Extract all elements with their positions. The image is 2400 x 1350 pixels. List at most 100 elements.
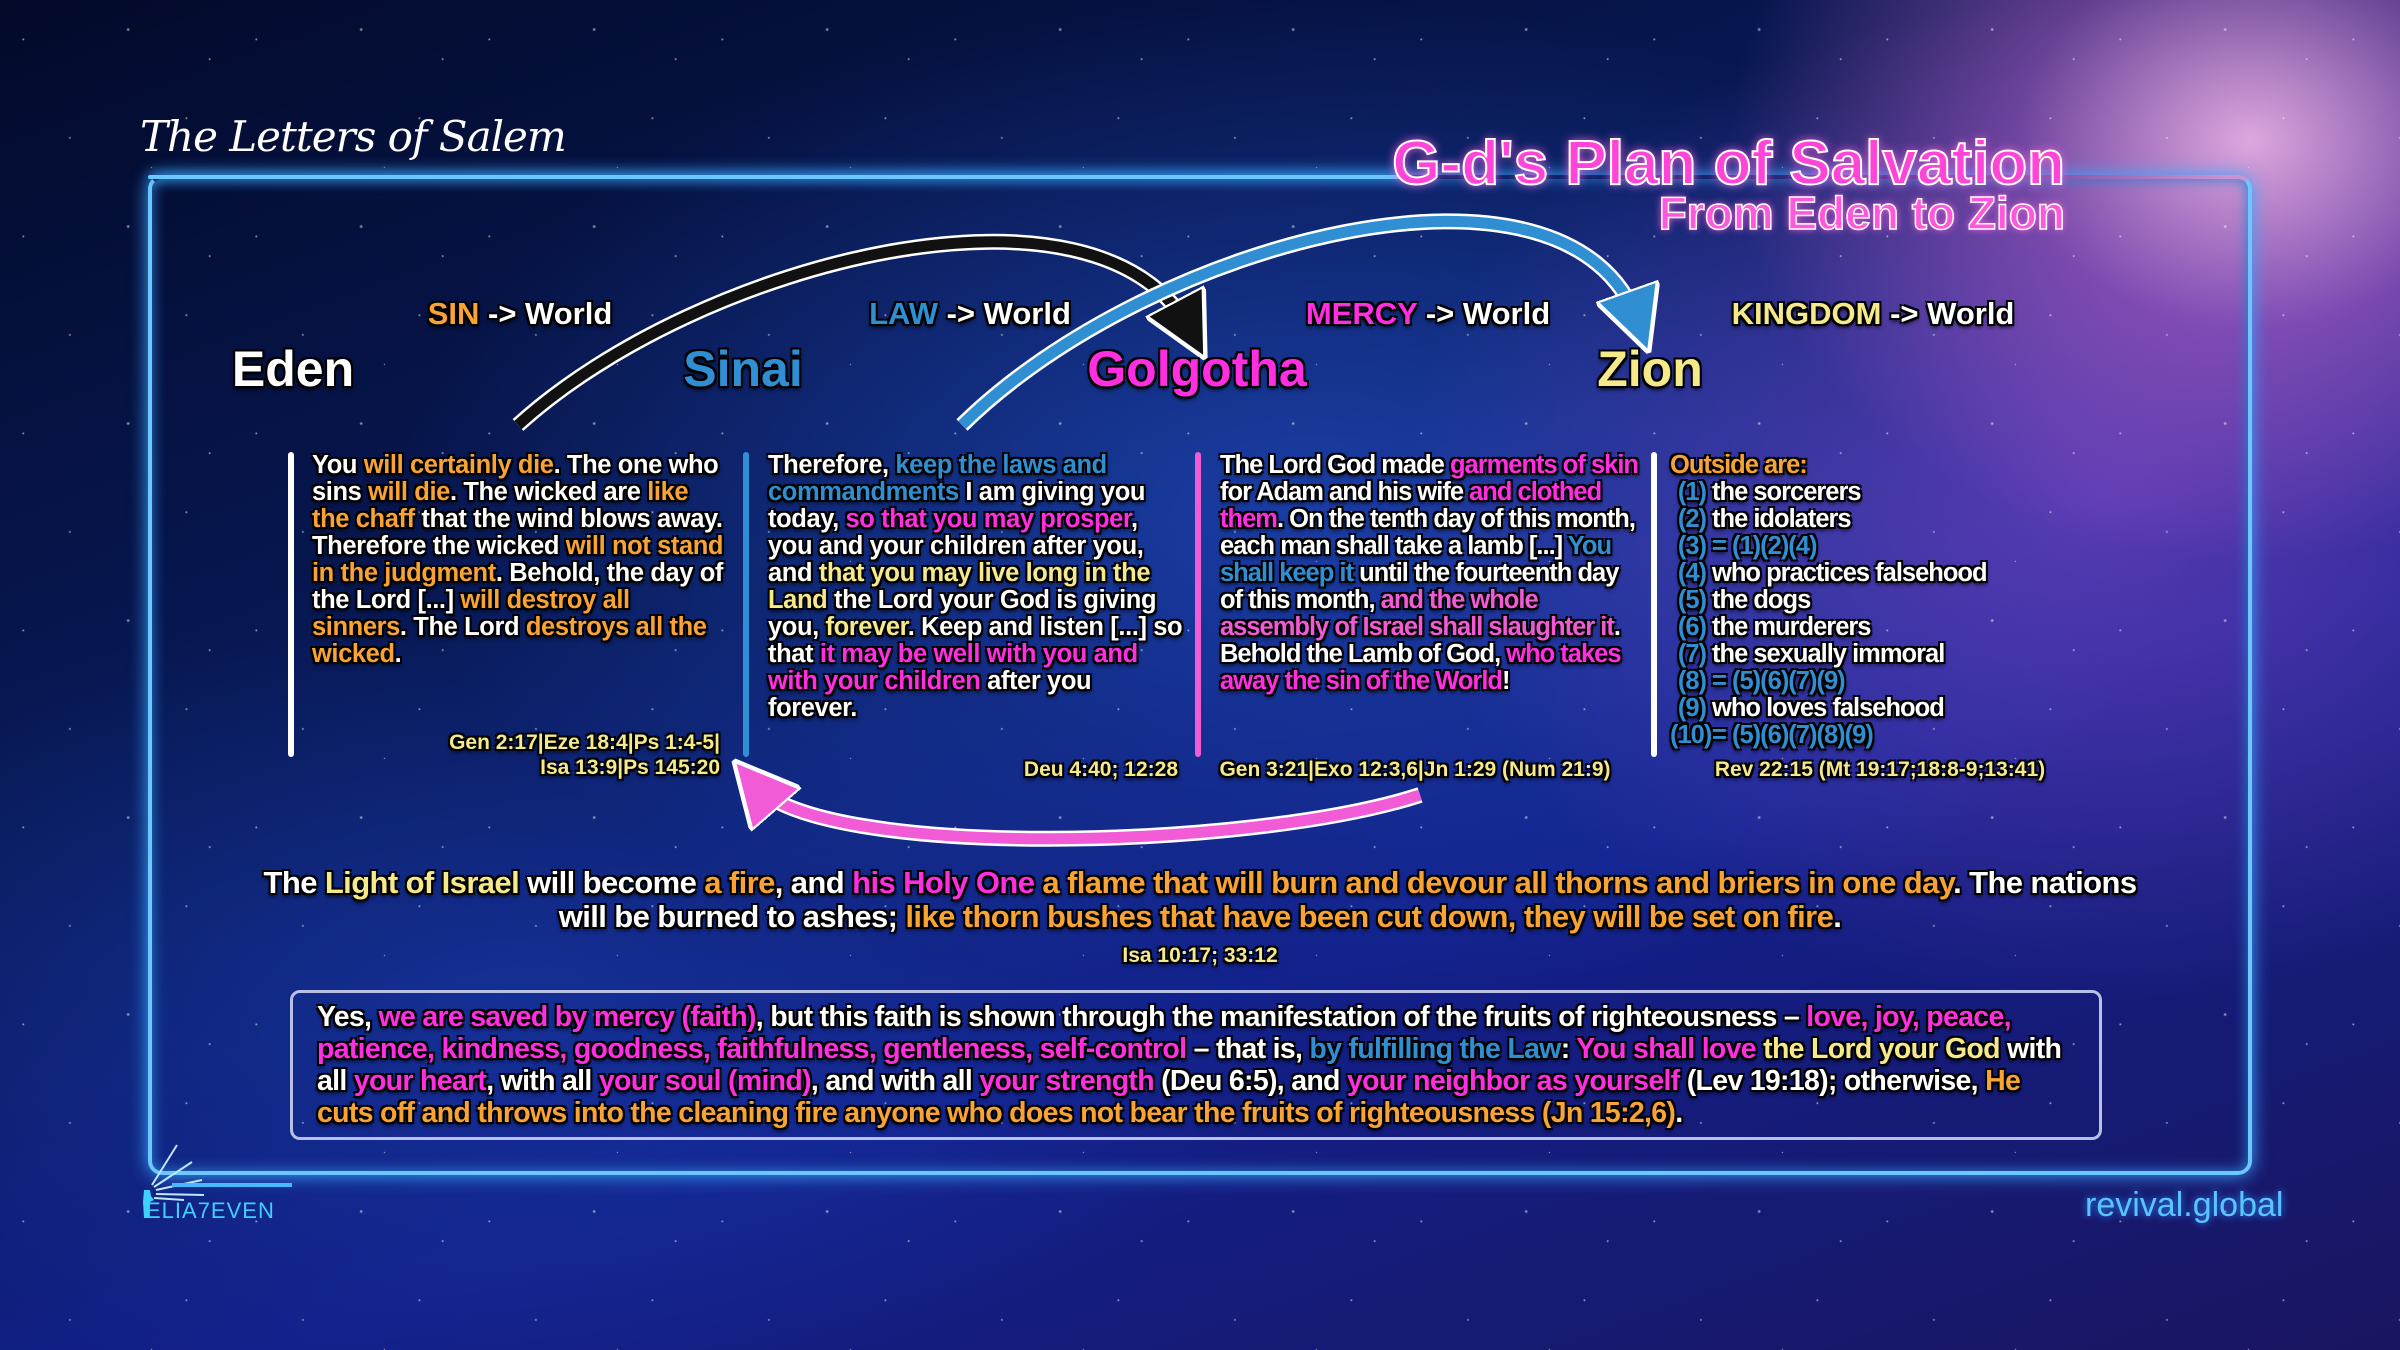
header-rest: -> World	[1417, 296, 1551, 331]
text-segment: You	[312, 451, 364, 479]
text-segment: so that you may prosper	[845, 505, 1132, 533]
header-mercy: MERCY -> World	[1306, 296, 1550, 332]
frame-top-edge	[148, 175, 1408, 179]
zion-reference: Rev 22:15 (Mt 19:17;18:8-9;13:41)	[1714, 758, 2046, 781]
text-segment: . The one who sins	[312, 451, 719, 506]
text-segment: will destroy all sinners	[312, 586, 630, 641]
list-item: (7)the sexually immoral	[1670, 641, 2090, 668]
list-number: (4)	[1677, 559, 1707, 587]
text-segment: and clothed them	[1220, 478, 1602, 533]
text-segment: .	[1833, 899, 1842, 934]
text-segment: your soul (mind)	[598, 1065, 812, 1097]
text-segment: You shall keep it	[1220, 532, 1612, 587]
text-segment: . Behold the Lamb of God,	[1220, 613, 1621, 668]
isaiah-reference: Isa 10:17; 33:12	[1122, 944, 1278, 967]
text-segment: your heart	[353, 1065, 487, 1097]
footer-logo-text: ELIA7EVEN	[146, 1198, 275, 1223]
text-segment: that you may live long in the Land	[768, 559, 1151, 614]
header-law: LAW -> World	[869, 296, 1071, 332]
text-segment: (Deu 6:5), and	[1153, 1065, 1347, 1097]
place-zion: Zion	[1597, 341, 1703, 397]
text-segment: it may be well with you and with your ch…	[768, 640, 1138, 695]
header-rest: -> World	[479, 296, 613, 331]
text-segment: Therefore,	[768, 451, 896, 479]
list-number: (10)	[1670, 721, 1712, 749]
text-segment: keep the laws and commandments	[768, 451, 1107, 506]
page-subtitle: From Eden to Zion	[1658, 186, 2066, 240]
text-segment: your strength	[979, 1065, 1154, 1097]
column-divider-zion	[1651, 452, 1657, 757]
header-keyword: SIN	[427, 296, 480, 331]
elia7even-logo-icon	[143, 1144, 292, 1218]
text-segment: we are saved by mercy (faith)	[378, 1001, 756, 1033]
text-segment: , you and your children after you, and	[768, 505, 1144, 587]
header-rest: -> World	[937, 296, 1071, 331]
list-item: (1)the sorcerers	[1670, 479, 2090, 506]
text-segment: , and with all	[810, 1065, 980, 1097]
text-segment: I am giving you today,	[768, 478, 1146, 533]
text-segment: (Lev 19:18); otherwise,	[1679, 1065, 1986, 1097]
text-segment: his Holy One	[852, 865, 1035, 900]
list-text: the idolaters	[1712, 505, 1852, 533]
list-text: who loves falsehood	[1712, 694, 1945, 722]
text-segment: You shall love	[1576, 1033, 1756, 1065]
text-segment: the Lord your God	[1755, 1033, 2000, 1065]
content-frame	[148, 175, 2252, 1175]
text-segment: The Lord God made	[1220, 451, 1450, 479]
zion-heading: Outside are:	[1670, 451, 1808, 479]
list-item: (3)= (1)(2)(4)	[1670, 533, 2090, 560]
header-keyword: KINGDOM	[1731, 296, 1882, 331]
header-keyword: MERCY	[1305, 296, 1418, 331]
list-item: (10)= (5)(6)(7)(8)(9)	[1670, 722, 2090, 749]
text-segment: by fulfilling the Law	[1309, 1033, 1561, 1065]
text-segment: garments of skin	[1449, 451, 1639, 479]
list-text: = (5)(6)(7)(8)(9)	[1712, 721, 1874, 749]
list-item: (9)who loves falsehood	[1670, 695, 2090, 722]
list-text: = (1)(2)(4)	[1712, 532, 1817, 560]
text-segment: for Adam and his wife	[1220, 478, 1470, 506]
text-segment: your neighbor as yourself	[1346, 1065, 1680, 1097]
header-sin: SIN -> World	[428, 296, 613, 332]
zion-text: Outside are: (1)the sorcerers(2)the idol…	[1670, 452, 2090, 749]
list-number: (2)	[1677, 505, 1707, 533]
place-eden: Eden	[231, 341, 355, 397]
list-text: the sexually immoral	[1712, 640, 1945, 668]
text-segment: who takes away the sin of the World	[1220, 640, 1622, 695]
zion-list: (1)the sorcerers(2)the idolaters(3)= (1)…	[1670, 479, 2090, 749]
list-item: (6)the murderers	[1670, 614, 2090, 641]
text-segment: like the chaff	[312, 478, 689, 533]
golgotha-reference: Gen 3:21|Exo 12:3,6|Jn 1:29 (Num 21:9)	[1219, 758, 1611, 781]
text-segment: .	[394, 640, 402, 668]
reference-line: Isa 13:9|Ps 145:20	[540, 756, 720, 779]
sinai-reference: Deu 4:40; 12:28	[1023, 758, 1178, 781]
text-segment: . The Lord	[399, 613, 526, 641]
text-segment: :	[1560, 1033, 1577, 1065]
place-sinai: Sinai	[683, 341, 803, 397]
text-segment: , and	[774, 865, 853, 900]
list-text: the murderers	[1712, 613, 1871, 641]
site-link[interactable]: revival.global	[2085, 1186, 2284, 1224]
text-segment: the Lord your God is giving you,	[768, 586, 1157, 641]
text-segment: will die	[368, 478, 450, 506]
list-item: (4)who practices falsehood	[1670, 560, 2090, 587]
text-segment: after you forever.	[768, 667, 1092, 722]
text-segment: love, joy, peace, patience, kindness, go…	[317, 1001, 2012, 1065]
text-segment: forever	[825, 613, 909, 641]
text-segment: will become	[519, 865, 705, 900]
header-kingdom: KINGDOM -> World	[1732, 296, 2015, 332]
header-rest: -> World	[1881, 296, 2015, 331]
text-segment: .	[1675, 1097, 1683, 1129]
isaiah-quote: The Light of Israel will become a fire, …	[250, 866, 2150, 934]
list-text: the dogs	[1712, 586, 1811, 614]
text-segment: will not stand in the judgment	[312, 532, 724, 587]
eden-text: You will certainly die. The one who sins…	[312, 452, 727, 668]
text-segment: . The wicked are	[449, 478, 648, 506]
text-segment: Yes,	[317, 1001, 379, 1033]
list-number: (9)	[1677, 694, 1707, 722]
list-number: (7)	[1677, 640, 1707, 668]
list-text: the sorcerers	[1712, 478, 1862, 506]
list-text: = (5)(6)(7)(9)	[1712, 667, 1846, 695]
text-segment: that the wind blows away. Therefore the …	[312, 505, 723, 560]
list-item: (8)= (5)(6)(7)(9)	[1670, 668, 2090, 695]
